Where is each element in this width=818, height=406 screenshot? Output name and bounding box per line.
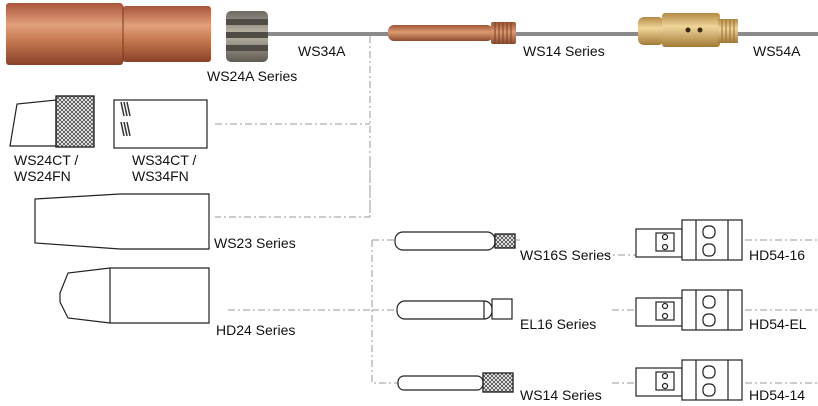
diffuser-hd54-14-drawing	[635, 359, 743, 401]
label-ws34fn: WS34FN	[132, 168, 189, 184]
contact-tip-ws16s-drawing	[394, 231, 516, 251]
label-el16-series: EL16 Series	[520, 316, 597, 332]
insulator-ws34a-photo	[226, 11, 268, 62]
label-hd24-series: HD24 Series	[216, 322, 296, 338]
label-ws16s-series: WS16S Series	[520, 247, 612, 263]
label-ws24ct: WS24CT /	[14, 152, 79, 168]
leader-lines	[215, 36, 818, 384]
contact-tip-ws14-drawing	[397, 372, 514, 393]
nozzle-ws23-drawing	[34, 193, 210, 250]
label-ws34a: WS34A	[298, 43, 346, 59]
nozzle-hd24-drawing	[59, 267, 210, 324]
label-ws14-series-bottom: WS14 Series	[520, 387, 602, 403]
contact-tip-ws14-photo	[388, 22, 516, 44]
label-hd54-16: HD54-16	[749, 247, 806, 263]
label-hd54-el: HD54-EL	[749, 316, 807, 332]
contact-tip-el16-drawing	[396, 298, 513, 320]
nozzle-ws24ct-drawing	[9, 95, 95, 148]
label-ws34ct: WS34CT /	[132, 152, 197, 168]
label-ws54a: WS54A	[753, 43, 801, 59]
label-ws14-series-top: WS14 Series	[523, 43, 605, 59]
label-hd54-14: HD54-14	[749, 387, 806, 403]
connector-bars	[268, 32, 818, 36]
diffuser-hd54-16-drawing	[635, 219, 743, 261]
nozzle-ws34ct-drawing	[113, 99, 208, 149]
label-ws24fn: WS24FN	[14, 168, 71, 184]
label-ws23-series: WS23 Series	[214, 235, 296, 251]
nozzle-ws24a-photo	[6, 3, 211, 65]
gas-diffuser-ws54a-photo	[638, 13, 738, 47]
diffuser-hd54-el-drawing	[635, 289, 743, 331]
label-ws24a-series: WS24A Series	[207, 68, 298, 84]
